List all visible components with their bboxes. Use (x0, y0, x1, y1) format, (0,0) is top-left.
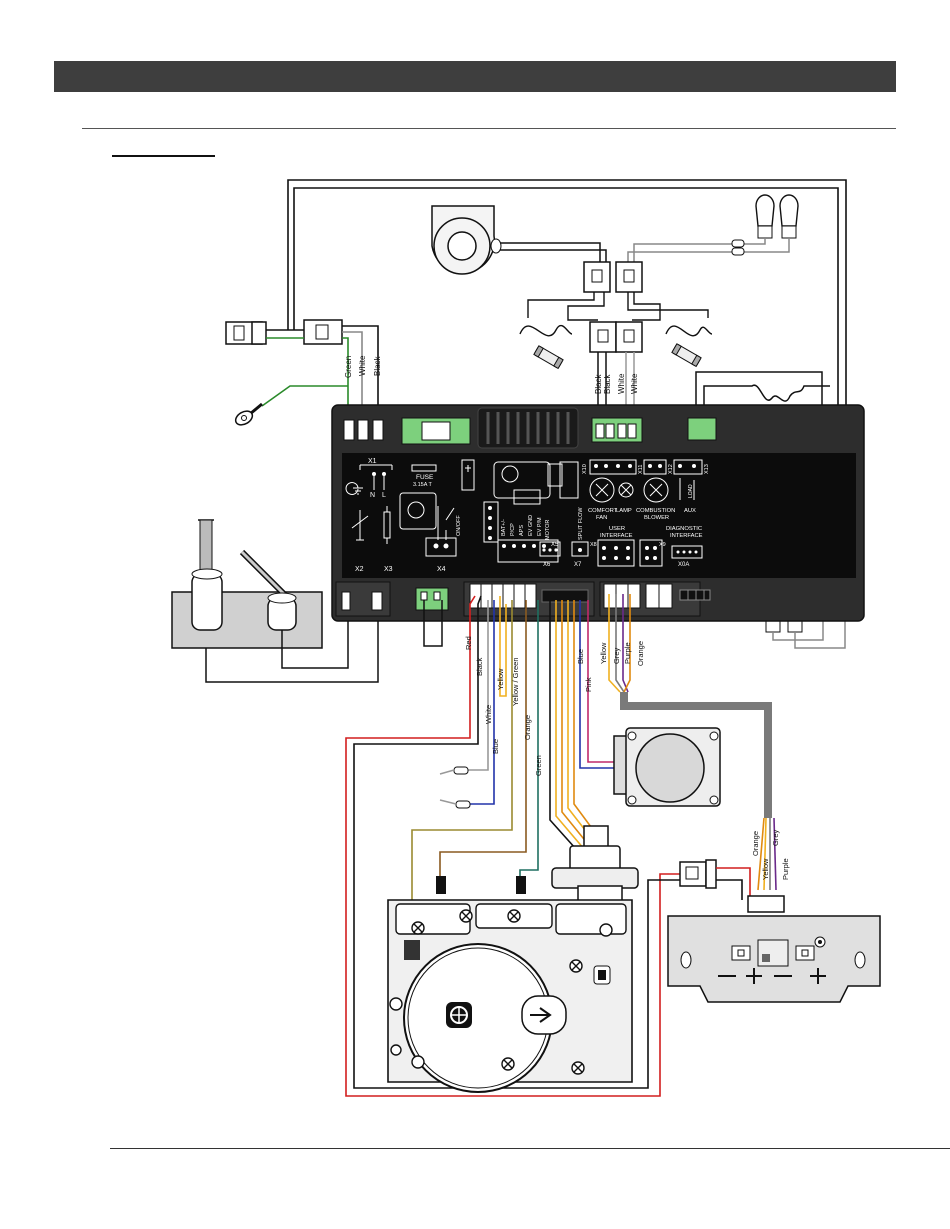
label-x13: X13 (704, 464, 710, 474)
label-split-flow: SPLIT FLOW (578, 507, 584, 540)
label-x7: X7 (574, 562, 582, 568)
header-bar (54, 61, 896, 92)
label-fuse-rating: 3.15A T (413, 482, 432, 488)
power-wire-labels: Green White Black (344, 355, 382, 378)
power-plug-connector (225, 319, 343, 345)
battery-connector (679, 859, 751, 900)
comfort-fan-icon (431, 205, 502, 275)
wire-label-white: White (358, 355, 367, 376)
label-x0a: X0A (678, 562, 689, 568)
label-x9: X9 (659, 542, 666, 548)
label-blower: BLOWER (644, 515, 669, 521)
wire-label-yellow-iface: Yellow (599, 642, 608, 664)
fan-wires (500, 242, 607, 262)
label-motor: MOTOR (545, 520, 551, 540)
label-user: USER (609, 526, 625, 532)
control-board: X1 N L FUSE 3.15A T X2 X3 X4 ON/OFF BAT+… (331, 404, 865, 622)
label-ev-gnd: EV GND (528, 515, 534, 536)
wire-label-orange-iface: Orange (636, 641, 645, 666)
fan-connectors-upper (583, 261, 643, 293)
label-diagnostic: DIAGNOSTIC (666, 526, 702, 532)
label-x1: X1 (368, 458, 377, 465)
label-fuse: FUSE (416, 474, 434, 481)
label-aps: APS (519, 525, 525, 536)
fan-bridge-wires (519, 292, 713, 337)
label-comfort: COMFORT (588, 508, 618, 514)
power-wires (261, 325, 379, 420)
wire-label-grey-recv: Grey (771, 829, 780, 846)
label-l: L (382, 492, 386, 499)
label-pcp: P/CP (510, 523, 516, 536)
label-interface: INTERFACE (600, 533, 633, 539)
wire-label-fan-black-2: Black (603, 373, 612, 394)
lamp-wires-top (627, 238, 790, 262)
gas-valve (387, 825, 639, 1093)
wire-label-grey-iface: Grey (612, 647, 621, 664)
label-x8: X8 (590, 542, 597, 548)
interface-cable (620, 692, 772, 818)
valve-harness-terminals (439, 766, 471, 809)
wire-label-fan-white-2: White (630, 373, 639, 394)
top-loop-wires (287, 179, 847, 560)
wire-label-white-valve: White (484, 705, 493, 724)
lamp-bulbs-top (755, 194, 799, 239)
wire-label-green: Green (344, 356, 353, 378)
wire-label-pink: Pink (584, 677, 593, 692)
gas-selector-block (171, 519, 323, 649)
label-bat: BAT+/- (501, 519, 507, 536)
label-x2: X2 (355, 566, 364, 573)
wire-label-orange-recv: Orange (751, 831, 760, 856)
stepper-motor (613, 727, 721, 807)
wire-label-fan-white-1: White (617, 373, 626, 394)
label-ev-pm: EV P/M (537, 517, 543, 536)
label-x10: X10 (582, 464, 588, 474)
wire-label-black-valve: Black (475, 657, 484, 676)
section-rule (112, 155, 215, 157)
wire-label-red: Red (464, 636, 473, 650)
fan-wire-labels: Black Black White White (594, 373, 639, 394)
label-x11: X11 (638, 465, 644, 474)
motor-wire-labels: Blue Pink (576, 649, 593, 692)
fuse-icons-top (533, 343, 702, 370)
inline-splice-top (731, 239, 745, 256)
wire-label-yellow: Yellow (496, 668, 505, 690)
label-x6: X6 (543, 562, 551, 568)
label-aux: AUX (684, 508, 696, 514)
fan-connectors-lower (589, 321, 643, 353)
wire-label-purple-recv: Purple (781, 858, 790, 880)
x4-jumper (423, 600, 443, 647)
label-lamp: LAMP (616, 508, 632, 514)
interface-harness (608, 594, 631, 693)
wire-label-purple-iface: Purple (623, 642, 632, 664)
label-x5: X5 (551, 542, 559, 548)
wire-label-fan-black-1: Black (594, 373, 603, 394)
wire-label-yellow-recv: Yellow (761, 858, 770, 880)
ground-ring-terminal (234, 402, 263, 426)
receiver-harness (757, 817, 777, 891)
label-diagnostic-interface: INTERFACE (670, 533, 703, 539)
selector-wires (205, 620, 379, 683)
wire-label-orange: Orange (523, 715, 532, 740)
label-x12: X12 (668, 464, 674, 474)
wire-label-green-valve: Green (534, 755, 543, 776)
valve-harness (345, 595, 680, 1097)
footer-rule (110, 1148, 950, 1149)
interface-wire-labels: Yellow Grey Purple Orange Orange Yellow … (599, 641, 790, 880)
label-combustion: COMBUSTION (636, 508, 675, 514)
label-n: N (370, 492, 375, 499)
top-rule (82, 128, 896, 129)
wire-label-black: Black (373, 355, 382, 376)
wire-label-yellow-green: Yellow / Green (511, 657, 520, 706)
label-on-off: ON/OFF (456, 515, 462, 536)
wire-label-blue: Blue (491, 739, 500, 754)
label-load: LOAD (688, 484, 694, 498)
label-x3: X3 (384, 566, 393, 573)
label-x4: X4 (437, 566, 446, 573)
wire-label-blue-motor: Blue (576, 649, 585, 664)
label-fan: FAN (596, 515, 607, 521)
valve-wire-labels: Red Black Yellow White Yellow / Green Bl… (464, 636, 543, 776)
receiver-module (667, 895, 881, 1003)
